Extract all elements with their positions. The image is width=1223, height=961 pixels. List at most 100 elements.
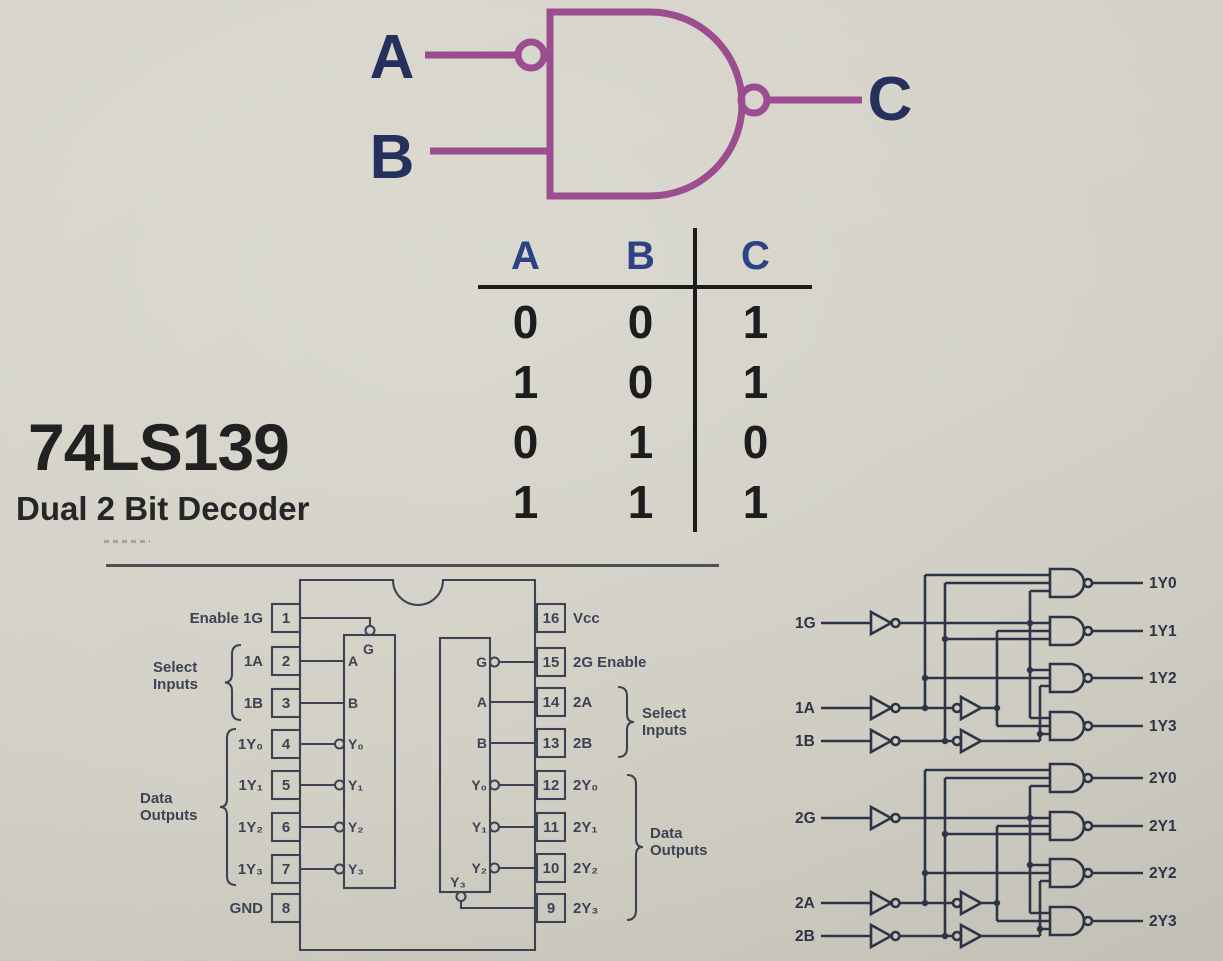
inverter-bubble [890,617,901,629]
block1-g-bubble [364,624,376,637]
pin-number-1: 1 [282,610,290,627]
pin-box-13 [535,727,567,759]
logic1-output-1y0: 1Y0 [1149,575,1177,592]
block1-y1-bubble [333,779,346,791]
pinout-text: 1 2 3 4 5 6 7 8 16 15 14 13 12 11 10 9 E… [140,610,708,917]
internal-wires [300,616,537,910]
buffer-input-bubble [951,702,963,714]
block1-y3-label: Y₃ [348,861,364,877]
right-select-label-line2: Inputs [642,722,687,739]
truth-cell: 1 [512,356,539,408]
pin-number-12: 12 [543,777,560,794]
logic2-output-2y3: 2Y3 [1149,913,1177,930]
junction-dot [993,704,1001,712]
logic1-output-1y1: 1Y1 [1149,623,1177,640]
truth-cell: 1 [627,416,654,468]
truth-cell: 1 [742,476,769,528]
nand-output-bubble [1082,577,1094,589]
pin-box-12 [535,769,567,801]
block1-y2-label: Y₂ [348,819,364,835]
pin-box-2 [270,645,302,677]
truth-header-b: B [626,234,655,278]
block1-y3-bubble [333,863,346,875]
block2-g-label: G [476,654,487,670]
truth-table-horizontal-rule [478,285,812,289]
block2-y1-label: Y₁ [472,819,487,835]
junction-dot [921,899,929,907]
nand-output-bubble [1082,867,1094,879]
truth-table-header-row: A B C [468,228,813,284]
pin-number-5: 5 [282,777,290,794]
inverter-bubble [890,930,901,942]
block2-y2-bubble [488,862,501,874]
truth-table: A B C 0 0 1 1 0 1 0 1 0 1 1 1 [468,228,813,540]
block1-y0-label: Y₀ [348,736,364,752]
pin-label-1a: 1A [244,653,263,670]
left-data-label-line1: Data [140,790,173,807]
pin-box-8 [270,892,302,924]
pin-number-4: 4 [282,736,291,753]
pin-label-2y1: 2Y₁ [573,819,598,836]
pin-box-3 [270,687,302,719]
pin-number-9: 9 [547,900,555,917]
logic2-labels: 2G 2A 2B 2Y0 2Y1 2Y2 2Y3 [795,770,1177,945]
pin-number-3: 3 [282,695,290,712]
pin-box-9 [535,892,567,924]
pin-number-10: 10 [543,860,560,877]
gate-input-a-label: A [370,23,415,92]
pin-label-1y0: 1Y₀ [238,736,263,753]
pin-label-2y2: 2Y₂ [573,860,598,877]
block2-y0-bubble [488,779,501,791]
junction-dot [921,674,929,682]
pin-box-16 [535,602,567,634]
nand-output-bubble [1082,672,1094,684]
inverter-bubble [890,897,901,909]
gate-input-a-bubble [514,38,548,72]
truth-cell: 0 [512,416,539,468]
block1-y0-bubble [333,738,346,750]
junction-dot [941,830,949,838]
block2-y0-label: Y₀ [471,777,487,793]
pin-label-2y0: 2Y₀ [573,777,598,794]
pin-number-11: 11 [543,819,559,836]
truth-header-c: C [741,234,770,278]
block2-a-label: A [477,694,487,710]
nand-gate-bodies [1048,762,1086,937]
gate-labels: A B C [370,23,913,192]
wires [821,573,1143,743]
logic-diagram-2: 2G 2A 2B 2Y0 2Y1 2Y2 2Y3 [795,762,1177,950]
fine-print-marks [104,540,150,543]
pin-number-6: 6 [282,819,290,836]
buffer-input-bubble [951,735,963,747]
pin-label-2a: 2A [573,694,592,711]
pin-number-15: 15 [543,654,560,671]
junction-dot [941,635,949,643]
pinout-lines [219,578,644,952]
left-data-brace [219,727,237,887]
pin-box-10 [535,852,567,884]
decoder-block-2 [438,636,492,894]
logic2-junctions [921,814,1044,940]
pin-label-1b: 1B [244,695,263,712]
pin-box-1 [270,602,302,634]
block1-b-label: B [348,695,358,711]
pin-box-6 [270,811,302,843]
truth-cell: 0 [627,356,654,408]
pin-label-vcc: Vcc [573,610,600,627]
logic1-wires [821,567,1143,755]
logic2-wires [821,762,1143,950]
logic2-output-2y0: 2Y0 [1149,770,1177,787]
left-select-label-line2: Inputs [153,676,198,693]
block2-b-label: B [477,735,487,751]
gate-body [546,8,746,200]
pinout-diagram: 1 2 3 4 5 6 7 8 16 15 14 13 12 11 10 9 E… [140,578,708,952]
logic2-input-2g: 2G [795,810,816,827]
block1-a-label: A [348,653,358,669]
pin-number-14: 14 [543,694,560,711]
pin-label-1y2: 1Y₂ [238,819,263,836]
pin-label-2b: 2B [573,735,592,752]
logic2-input-2a: 2A [795,895,815,912]
nand-gate-figure: A B C [370,8,913,200]
inverter-triangles [869,804,984,950]
logic2-output-2y1: 2Y1 [1149,818,1177,835]
